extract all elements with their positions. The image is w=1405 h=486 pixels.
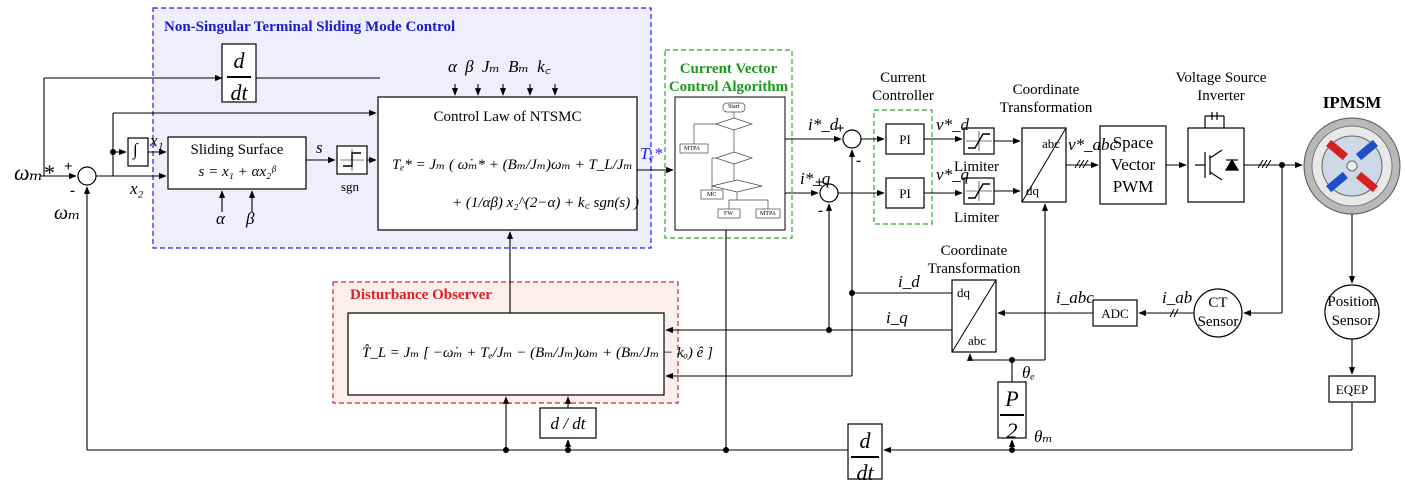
te-ref-label: Tₑ* <box>640 144 663 163</box>
eqep-label: EQEP <box>1335 382 1369 397</box>
sum-junction-speed <box>77 166 97 186</box>
svpwm-block <box>1099 125 1167 205</box>
ntsmc-title: Non-Singular Terminal Sliding Mode Contr… <box>164 19 456 35</box>
position-sensor-line-2: Sensor <box>1331 313 1373 329</box>
control-law-title: Control Law of NTSMC <box>433 109 582 125</box>
adc-label: ADC <box>1101 306 1129 321</box>
control-law-eq2: + (1/αβ) x₂^(2−α) + k꜀ sgn(s) ) <box>452 195 639 211</box>
control-law-block <box>377 96 638 231</box>
ddt-block-bottom <box>847 423 883 480</box>
sliding-surface-eq: s = x₁ + αx₂ᵝ <box>198 164 276 180</box>
theta-m-label: θₘ <box>1034 427 1053 446</box>
pi-d-label: PI <box>899 132 911 147</box>
sum-junction-id <box>842 129 862 149</box>
sliding-surface-block <box>167 136 307 190</box>
plus-sign-iq: + <box>815 175 824 191</box>
id-label: i_d <box>898 272 920 291</box>
coord-top-title-1: Coordinate <box>1012 82 1080 98</box>
inverter-switch-icon <box>1195 112 1240 181</box>
cvca-title-2: Control Algorithm <box>668 79 789 95</box>
vsi-title-2: Inverter <box>1197 88 1245 104</box>
coord-top-title-2: Transformation <box>999 100 1093 116</box>
svpwm-line-3: PWM <box>1112 177 1154 196</box>
control-law-eq1: Tₑ* = Jₘ ( ω̇ₘ* + (Bₘ/Jₘ)ωₘ + T_L/Jₘ <box>392 157 633 173</box>
iq-ref-label: i*_q <box>800 169 831 188</box>
vq-ref-label: v*_q <box>936 165 970 184</box>
minus-sign-iq: - <box>818 203 823 219</box>
flow-fw: FW <box>724 211 733 217</box>
ct-sensor-line-2: Sensor <box>1197 314 1239 330</box>
svpwm-line-2: Vector <box>1110 155 1156 174</box>
flow-mc: MC <box>707 192 717 198</box>
i-ab-label: i_ab <box>1162 288 1193 307</box>
eqep-block <box>1328 375 1376 403</box>
omega-ref-label: ωₘ* <box>14 160 55 185</box>
s-label: s <box>316 138 323 157</box>
svpwm-line-1: Space <box>1112 133 1154 152</box>
minus-sign-speed: - <box>70 183 75 199</box>
junction-dots <box>110 149 1285 453</box>
coord-bottom-abc: abc <box>968 333 987 348</box>
flow-start: Start <box>728 104 740 110</box>
limiter-label-1: Limiter <box>954 159 999 175</box>
flow-mtpa2: MTPA <box>760 211 777 217</box>
pi-q-label: PI <box>899 186 911 201</box>
i-abc-label: i_abc <box>1056 288 1094 307</box>
sgn-label: sgn <box>341 179 360 194</box>
deriv-block-top <box>221 43 257 103</box>
omega-m-label: ωₘ <box>54 202 81 224</box>
coord-bottom-title-2: Transformation <box>927 261 1021 277</box>
v-abc-label: v*_abc <box>1068 135 1118 154</box>
x2-label: x₂ <box>130 179 144 198</box>
flow-mtpa: MTPA <box>684 146 701 152</box>
limiter-label-2: Limiter <box>954 210 999 226</box>
observer-title: Disturbance Observer <box>350 287 493 303</box>
current-controller-title-2: Controller <box>872 88 934 104</box>
theta-e-label: θₑ <box>1022 363 1035 382</box>
ipmsm-motor-icon <box>1303 117 1401 215</box>
sliding-surface-title: Sliding Surface <box>190 142 284 158</box>
plus-sign-id: + <box>836 121 845 137</box>
position-sensor-line-1: Position <box>1327 294 1377 310</box>
alpha-label: α <box>216 209 225 228</box>
vd-ref-label: v*_d <box>936 115 970 134</box>
observer-ddt-label: d / dt <box>550 414 586 433</box>
ntsmc-params: α β Jₘ Bₘ k꜀ <box>448 57 551 76</box>
observer-equation: T̂_L = Jₘ [ −ω̇ₘ + Tₑ/Jₘ − (Bₘ/Jₘ)ωₘ + (… <box>362 345 713 361</box>
flowchart-mini <box>679 102 781 219</box>
ipmsm-title: IPMSM <box>1322 93 1382 112</box>
coord-bottom-dq: dq <box>957 285 970 300</box>
minus-sign-id: - <box>856 153 861 169</box>
iq-label: i_q <box>886 308 908 327</box>
coord-top-abc: abc <box>1042 136 1061 151</box>
plus-sign-speed: + <box>64 159 73 175</box>
integrator-block <box>127 137 149 167</box>
x1-label: x₁ <box>150 131 164 150</box>
cvca-title-1: Current Vector <box>679 61 778 77</box>
vsi-title-1: Voltage Source <box>1175 70 1267 86</box>
ct-sensor-line-1: CT <box>1208 295 1228 311</box>
coord-bottom-title-1: Coordinate <box>940 243 1008 259</box>
current-controller-title-1: Current <box>880 70 926 86</box>
observer-block <box>347 312 665 396</box>
adc-block <box>1092 299 1138 327</box>
beta-label: β <box>246 209 255 228</box>
pi-block-d <box>885 123 925 155</box>
pi-block-q <box>885 177 925 209</box>
coord-top-dq: dq <box>1026 183 1039 198</box>
integrator-symbol: ∫ <box>133 140 138 159</box>
id-ref-label: i*_d <box>808 115 839 134</box>
